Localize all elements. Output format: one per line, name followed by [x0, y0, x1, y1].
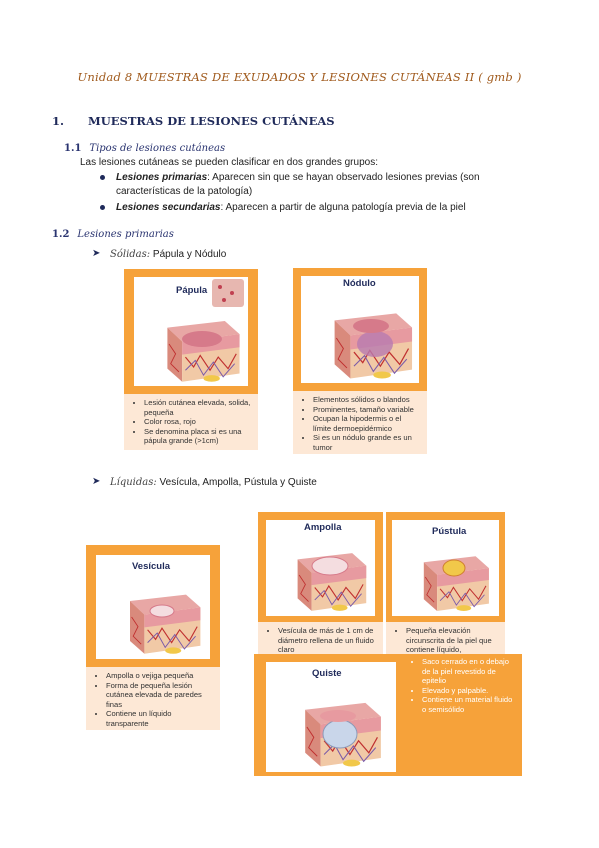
nodulo-skin-illustration — [333, 312, 413, 380]
vesicula-item: Forma de pequeña lesión cutánea elevada … — [106, 681, 214, 710]
vesicula-title: Vesícula — [132, 561, 171, 572]
vesicula-card: Vesícula — [86, 545, 220, 667]
nodulo-title: Nódulo — [343, 278, 376, 289]
intro-paragraph: Las lesiones cutáneas se pueden clasific… — [80, 157, 378, 168]
arrowhead-bullet-icon: ➤ — [92, 248, 101, 259]
nodulo-item: Prominentes, tamaño variable — [313, 405, 421, 415]
liquid-lesions-line: ➤ Líquidas: Vesícula, Ampolla, Pústula y… — [92, 476, 317, 488]
papula-image-panel: Pápula — [134, 277, 248, 386]
bullet-primary: Lesiones primarias: Aparecen sin que se … — [100, 171, 520, 199]
liquid-text: Vesícula, Ampolla, Pústula y Quiste — [159, 477, 317, 488]
section-1-2-title: Lesiones primarias — [77, 229, 174, 240]
quiste-skin-illustration — [304, 702, 382, 768]
solid-label: Sólidas: — [110, 249, 151, 260]
ampolla-card: Ampolla — [258, 512, 383, 622]
quiste-image-panel: Quiste — [266, 662, 396, 772]
ampolla-description: Vesícula de más de 1 cm de diámetro rell… — [258, 622, 383, 654]
pustula-image-panel: Pústula — [392, 520, 499, 616]
section-1-1-title: Tipos de lesiones cutáneas — [89, 143, 226, 154]
pustula-description: Pequeña elevación circunscrita de la pie… — [386, 622, 505, 664]
ampolla-image-panel: Ampolla — [266, 520, 375, 616]
bullet-secondary-term: Lesiones secundarias — [116, 202, 221, 213]
papula-skin-photo — [212, 279, 244, 307]
section-1-title: MUESTRAS DE LESIONES CUTÁNEAS — [88, 114, 335, 128]
bullet-dot-icon — [100, 205, 105, 210]
bullet-secondary-text: : Aparecen a partir de alguna patología … — [220, 202, 466, 213]
papula-title: Pápula — [176, 285, 208, 296]
quiste-item: Saco cerrado en o debajo de la piel reve… — [422, 657, 516, 686]
nodulo-card: Nódulo — [293, 268, 427, 391]
section-1-2-number: 1.2 — [52, 229, 70, 240]
vesicula-image-panel: Vesícula — [96, 555, 210, 659]
pustula-skin-illustration — [423, 555, 490, 612]
nodulo-description: Elementos sólidos o blandos Prominentes,… — [293, 391, 427, 454]
pustula-card: Pústula — [386, 512, 505, 622]
section-1-number: 1. — [52, 114, 65, 128]
solid-lesions-line: ➤ Sólidas: Pápula y Nódulo — [92, 248, 227, 260]
bullet-primary-term: Lesiones primarias — [116, 172, 208, 183]
papula-item: Color rosa, rojo — [144, 417, 252, 427]
bullet-secondary: Lesiones secundarias: Aparecen a partir … — [100, 201, 520, 215]
nodulo-image-panel: Nódulo — [301, 276, 419, 383]
ampolla-title: Ampolla — [304, 522, 342, 533]
section-1-2-heading: 1.2 Lesiones primarias — [52, 229, 174, 240]
quiste-card: Quiste Saco cerrado en o debajo de la pi… — [254, 654, 522, 776]
vesicula-description: Ampolla o vejiga pequeña Forma de pequeñ… — [86, 667, 220, 730]
bullet-primary-continuation: características de la patología) — [116, 186, 253, 197]
papula-skin-illustration — [166, 320, 241, 383]
bullet-primary-text: : Aparecen sin que se hayan observado le… — [207, 172, 480, 183]
quiste-description: Saco cerrado en o debajo de la piel reve… — [404, 654, 520, 715]
vesicula-item: Contiene un líquido transparente — [106, 709, 214, 728]
unit-title: Unidad 8 MUESTRAS DE EXUDADOS Y LESIONES… — [77, 70, 522, 84]
papula-item: Lesión cutánea elevada, solida, pequeña — [144, 398, 252, 417]
ampolla-item: Vesícula de más de 1 cm de diámetro rell… — [278, 626, 377, 655]
pustula-title: Pústula — [432, 526, 467, 537]
vesicula-item: Ampolla o vejiga pequeña — [106, 671, 214, 681]
papula-item: Se denomina placa si es una pápula grand… — [144, 427, 252, 446]
nodulo-item: Elementos sólidos o blandos — [313, 395, 421, 405]
papula-card: Pápula — [124, 269, 258, 394]
quiste-item: Contiene un material fluido o semisólido — [422, 695, 516, 714]
arrowhead-bullet-icon: ➤ — [92, 476, 101, 487]
nodulo-item: Si es un nódulo grande es un tumor — [313, 433, 421, 452]
solid-text: Pápula y Nódulo — [152, 249, 227, 260]
nodulo-item: Ocupan la hipodermis o el límite dermoep… — [313, 414, 421, 433]
section-1-1-heading: 1.1 Tipos de lesiones cutáneas — [64, 143, 225, 154]
papula-description: Lesión cutánea elevada, solida, pequeña … — [124, 394, 258, 450]
section-1-heading: 1. MUESTRAS DE LESIONES CUTÁNEAS — [52, 114, 335, 128]
vesicula-skin-illustration — [129, 593, 202, 655]
section-1-1-number: 1.1 — [64, 143, 82, 154]
ampolla-skin-illustration — [297, 552, 367, 612]
bullet-dot-icon — [100, 175, 105, 180]
liquid-label: Líquidas: — [110, 477, 157, 488]
quiste-title: Quiste — [312, 668, 342, 679]
quiste-item: Elevado y palpable. — [422, 686, 516, 696]
